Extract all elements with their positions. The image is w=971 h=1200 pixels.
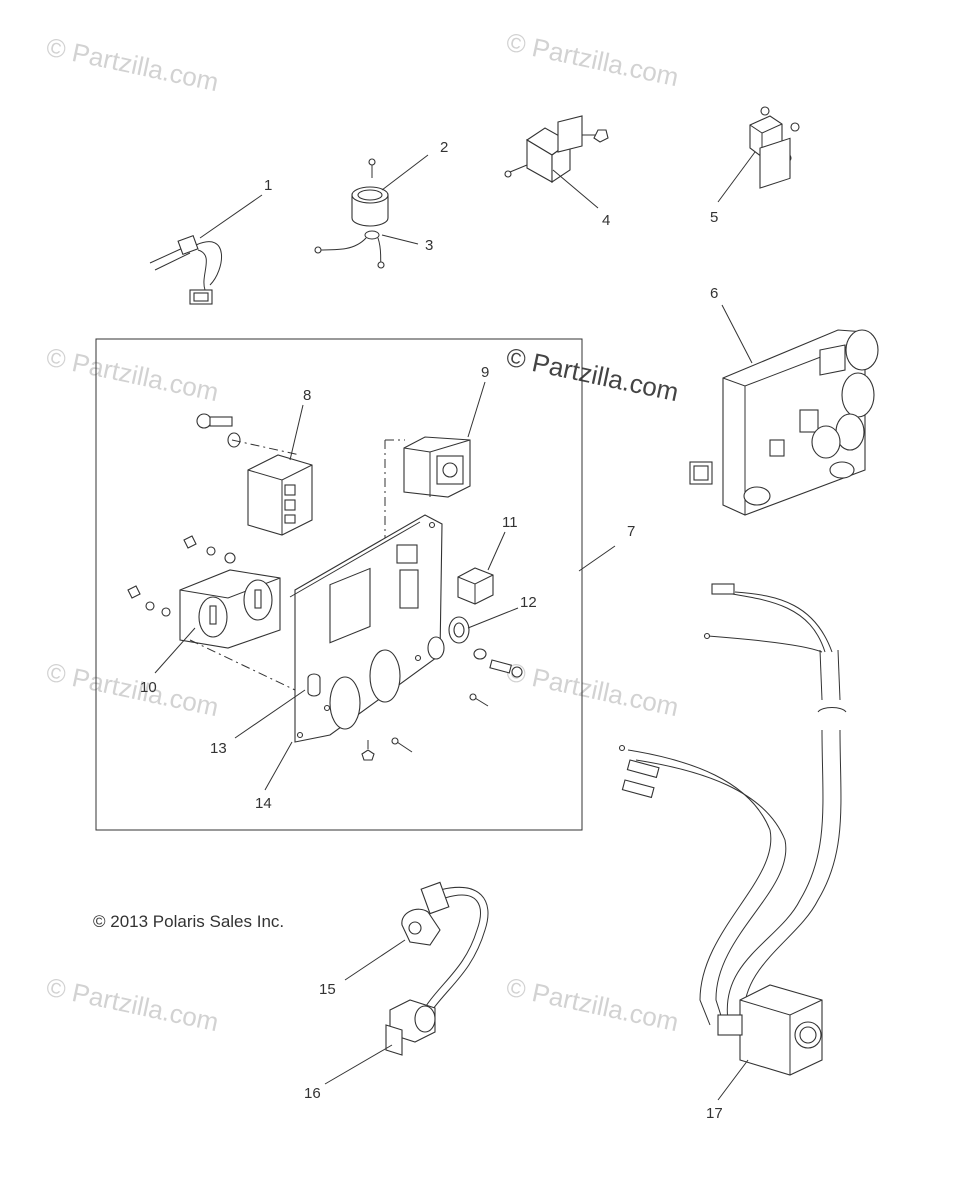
- callout-7: 7: [627, 523, 635, 540]
- part-6-module: [689, 137, 879, 516]
- watermark: © Partzilla.com: [44, 657, 222, 723]
- callout-1: 1: [264, 177, 272, 194]
- screws: [361, 693, 489, 761]
- watermarks: © Partzilla.com © Partzilla.com © Partzi…: [44, 27, 682, 1038]
- watermark: © Partzilla.com: [504, 657, 682, 723]
- part-4-relay-bracket: [504, 115, 609, 184]
- callout-8: 8: [303, 387, 311, 404]
- callout-11: 11: [502, 514, 518, 531]
- callout-13: 13: [210, 740, 227, 757]
- callout-9: 9: [481, 364, 489, 381]
- part-11-switch: [457, 567, 494, 605]
- assembly-frame: [95, 338, 583, 831]
- watermark: © Partzilla.com: [44, 342, 222, 408]
- callout-5: 5: [710, 209, 718, 226]
- callout-16: 16: [304, 1085, 321, 1102]
- part-9-outlet: [384, 436, 471, 620]
- leader-lines: [154, 151, 756, 1101]
- watermark: © Partzilla.com: [44, 32, 222, 98]
- part-16-plug: [385, 999, 436, 1056]
- part-14-mounting-plate: [289, 514, 443, 743]
- watermark: © Partzilla.com: [504, 972, 682, 1038]
- watermark: © Partzilla.com: [504, 342, 682, 408]
- watermark: © Partzilla.com: [44, 972, 222, 1038]
- part-17-outlet-box: [717, 984, 823, 1076]
- part-12-indicator: [427, 616, 523, 678]
- part-1-harness: [149, 234, 222, 305]
- part-13-spacer: [307, 673, 321, 697]
- callout-4: 4: [602, 212, 610, 229]
- callout-17: 17: [706, 1105, 723, 1122]
- callout-12: 12: [520, 594, 537, 611]
- callout-6: 6: [710, 285, 718, 302]
- part-2-cylinder: [351, 158, 389, 227]
- callout-15: 15: [319, 981, 336, 998]
- callout-3: 3: [425, 237, 433, 254]
- part-7-harness: [578, 545, 847, 1026]
- part-3-wire-leads: [314, 230, 385, 269]
- callout-14: 14: [255, 795, 272, 812]
- callout-2: 2: [440, 139, 448, 156]
- callout-numbers: 1 2 3 4 5 6 7 8 9 10 11 12 13 14 15 16 1…: [140, 139, 723, 1122]
- watermark: © Partzilla.com: [504, 27, 682, 93]
- copyright-text: © 2013 Polaris Sales Inc.: [93, 912, 284, 931]
- part-10-duplex-receptacle: [127, 535, 296, 691]
- part-15-cable: [401, 881, 489, 1031]
- part-8-relay-block: [196, 413, 313, 536]
- callout-10: 10: [140, 679, 157, 696]
